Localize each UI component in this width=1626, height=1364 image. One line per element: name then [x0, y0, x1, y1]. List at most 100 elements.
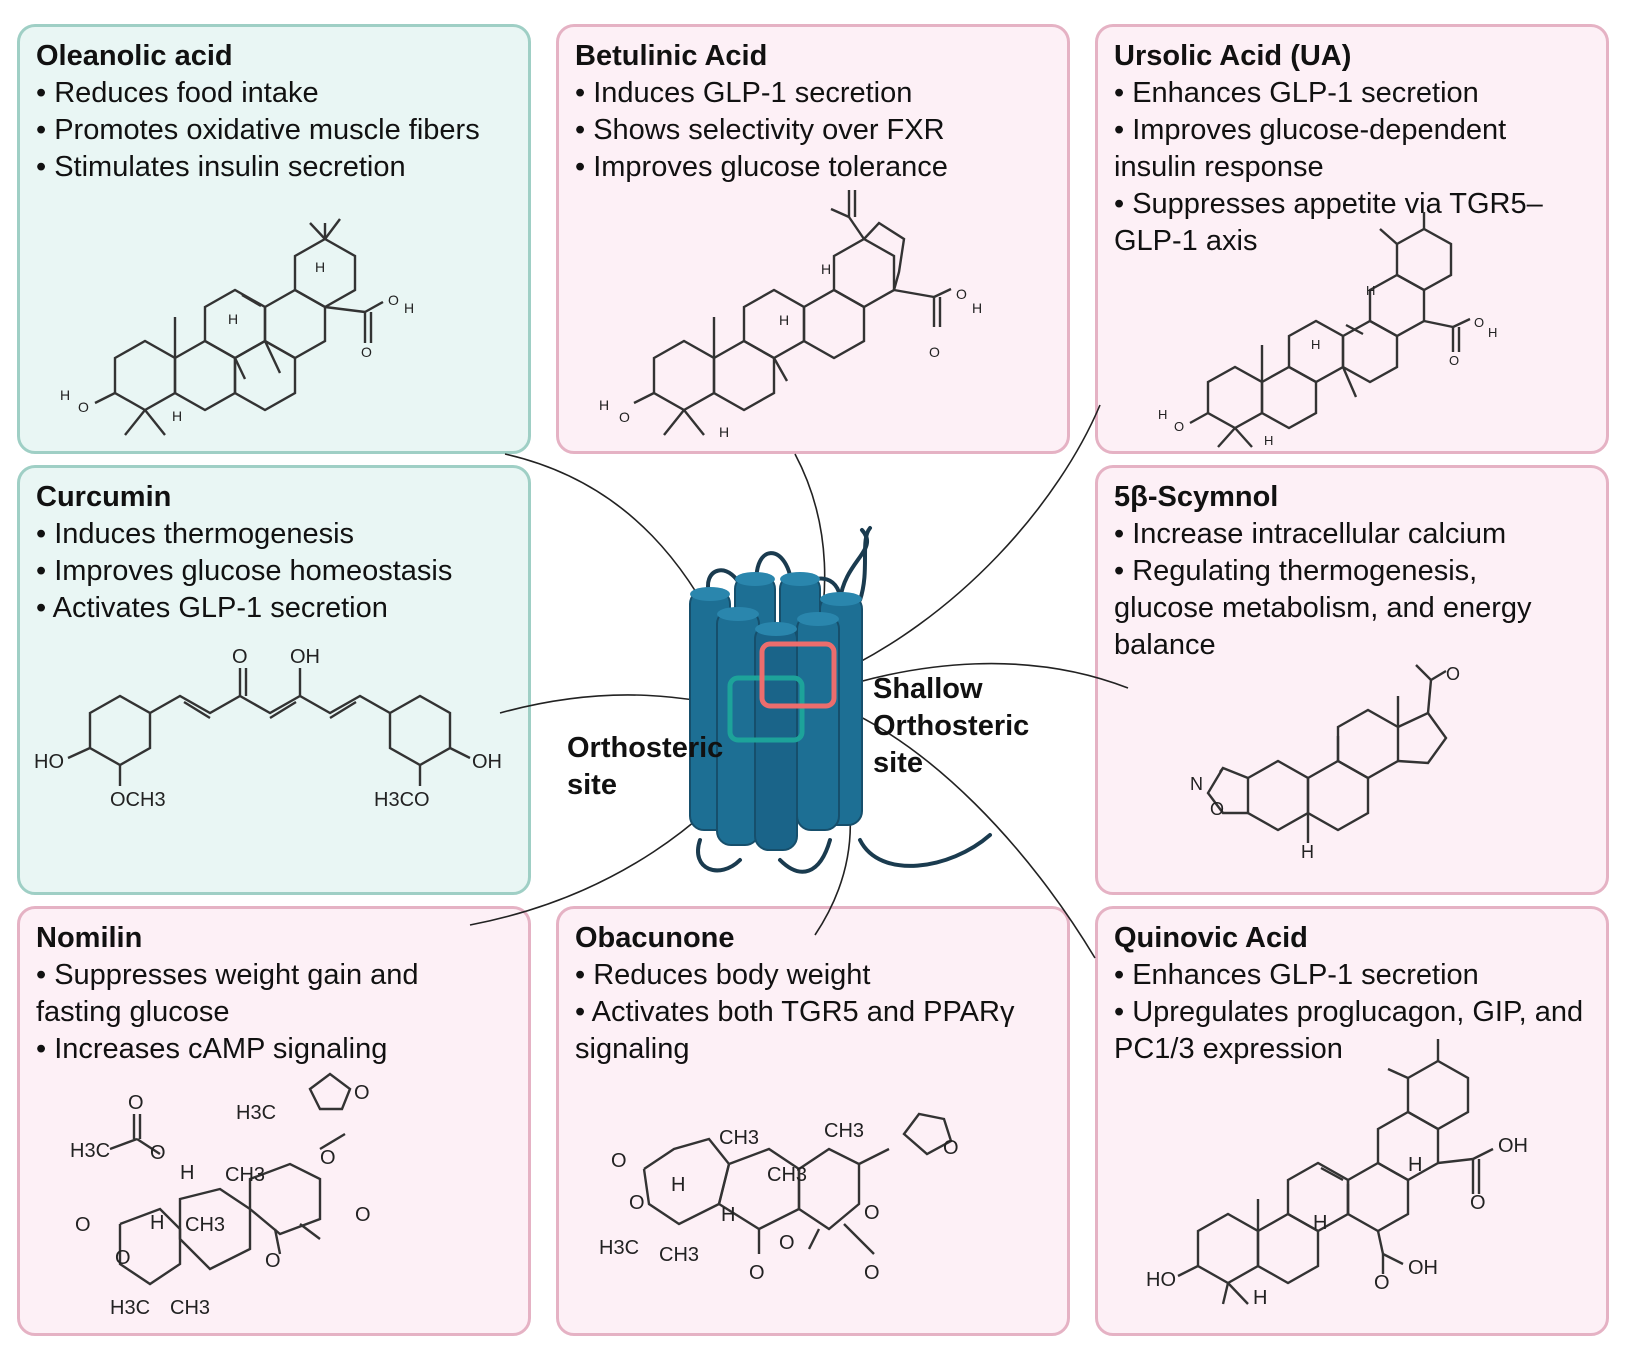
atom-label: CH3 — [719, 1127, 759, 1149]
atom-label: OH — [1408, 1257, 1438, 1279]
bullet: • Activates both TGR5 and PPARγ — [575, 996, 1015, 1028]
atom-label: OCH3 — [110, 789, 166, 811]
bullet: signaling — [575, 1033, 690, 1065]
atom-label: H3C — [110, 1297, 150, 1319]
connector-oleanolic — [504, 453, 755, 714]
card-bullets: • Reduces food intake • Promotes oxidati… — [36, 75, 520, 186]
atom-label: CH3 — [659, 1244, 699, 1266]
atom-label: H — [779, 312, 789, 328]
card-bullets: • Induces GLP-1 secretion • Shows select… — [575, 75, 1059, 186]
label-line: Orthosteric — [873, 710, 1030, 742]
betulinic-acid-structure: H O H O H H O H — [599, 190, 982, 440]
quinovic-acid-structure: OH O H H HO H O OH — [1146, 1039, 1528, 1309]
bullet: • Induces thermogenesis — [36, 518, 355, 550]
bullet: • Induces GLP-1 secretion — [575, 77, 913, 109]
atom-label: O — [864, 1202, 880, 1224]
atom-label: N — [1190, 774, 1203, 794]
shallow-orthosteric-site-label: Shallow Orthosteric site — [873, 671, 1029, 782]
card-obacunone: Obacunone • Reduces body weight • Activa… — [556, 906, 1070, 1336]
atom-label: H3C — [599, 1237, 639, 1259]
bullet: • Regulating thermogenesis, — [1114, 555, 1478, 587]
atom-label: H — [1313, 1212, 1327, 1234]
atom-label: H — [228, 311, 238, 327]
card-title: Quinovic Acid — [1114, 922, 1308, 954]
atom-label: CH3 — [824, 1120, 864, 1142]
atom-label: H — [1301, 842, 1314, 862]
atom-label: O — [354, 1082, 370, 1104]
atom-label: O — [956, 286, 967, 302]
bullet: • Improves glucose-dependent — [1114, 114, 1507, 146]
atom-label: O — [943, 1137, 959, 1159]
label-line: Orthosteric — [567, 732, 724, 764]
atom-label: O — [150, 1142, 166, 1164]
atom-label: H3CO — [374, 789, 430, 811]
atom-label: OH — [290, 646, 320, 668]
card-title: Oleanolic acid — [36, 40, 233, 72]
card-bullets: • Induces thermogenesis • Improves gluco… — [36, 516, 520, 627]
ursolic-acid-structure: H O H O H H O H — [1158, 212, 1497, 448]
atom-label: CH3 — [767, 1164, 807, 1186]
atom-label: H — [172, 408, 182, 424]
card-title: Obacunone — [575, 922, 735, 954]
orthosteric-site-label: Orthosteric site — [567, 730, 723, 804]
atom-label: H — [1366, 283, 1375, 298]
connector-curcumin — [499, 694, 757, 716]
label-line: site — [873, 747, 923, 779]
atom-label: H — [60, 387, 70, 403]
card-bullets: • Suppresses weight gain and fasting glu… — [36, 957, 520, 1068]
atom-label: H — [1488, 325, 1497, 340]
atom-label: HO — [34, 751, 64, 773]
atom-label: O — [265, 1250, 281, 1272]
atom-label: H3C — [70, 1140, 110, 1162]
atom-label: H — [599, 397, 609, 413]
card-curcumin: Curcumin • Induces thermogenesis • Impro… — [17, 465, 531, 895]
bullet: • Suppresses appetite via TGR5– — [1114, 188, 1543, 220]
label-line: site — [567, 769, 617, 801]
bullet: • Increase intracellular calcium — [1114, 518, 1507, 550]
bullet: • Activates GLP-1 secretion — [36, 592, 388, 624]
obacunone-structure: O CH3 CH3 O H H CH3 O O O H3C CH3 O O — [599, 1112, 959, 1284]
card-quinovic-acid: Quinovic Acid • Enhances GLP-1 secretion… — [1095, 906, 1609, 1336]
atom-label: O — [1174, 419, 1184, 434]
atom-label: H — [1158, 407, 1167, 422]
atom-label: H — [671, 1174, 685, 1196]
bullet: balance — [1114, 629, 1216, 661]
bullet: GLP-1 axis — [1114, 225, 1258, 257]
atom-label: H — [721, 1204, 735, 1226]
atom-label: H — [1264, 433, 1273, 448]
connector-betulinic — [794, 453, 826, 690]
bullet: • Improves glucose homeostasis — [36, 555, 453, 587]
atom-label: OH — [1498, 1135, 1528, 1157]
card-title: Ursolic Acid (UA) — [1114, 40, 1352, 72]
atom-label: O — [864, 1262, 880, 1284]
atom-label: H — [180, 1162, 194, 1184]
atom-label: O — [320, 1147, 336, 1169]
bullet: • Improves glucose tolerance — [575, 151, 948, 183]
bullet: • Shows selectivity over FXR — [575, 114, 945, 146]
atom-label: O — [1210, 799, 1224, 819]
bullet: • Stimulates insulin secretion — [36, 151, 406, 183]
atom-label: O — [232, 646, 248, 668]
atom-label: H — [1311, 337, 1320, 352]
atom-label: H — [719, 424, 729, 440]
oleanolic-acid-structure: H O H O H H O H — [60, 218, 414, 436]
atom-label: CH3 — [170, 1297, 210, 1319]
atom-label: H — [315, 259, 325, 275]
atom-label: O — [929, 344, 940, 360]
curcumin-structure: O OH HO OCH3 OH H3CO — [34, 646, 502, 811]
card-ursolic-acid: Ursolic Acid (UA) • Enhances GLP-1 secre… — [1095, 24, 1609, 454]
atom-label: O — [1474, 315, 1484, 330]
atom-label: O — [115, 1247, 131, 1269]
atom-label: O — [1470, 1192, 1486, 1214]
atom-label: H — [404, 300, 414, 316]
receptor-helices — [689, 574, 863, 851]
atom-label: O — [749, 1262, 765, 1284]
atom-label: O — [629, 1192, 645, 1214]
scymnol-structure: N O O H — [1190, 664, 1460, 862]
helix-caps — [690, 572, 862, 636]
atom-label: H — [1408, 1154, 1422, 1176]
atom-label: O — [1449, 353, 1459, 368]
atom-label: O — [779, 1232, 795, 1254]
connector-obacunone — [811, 704, 852, 936]
nomilin-structure: O H3C O H3C H CH3 CH3 H O O O O O H3C CH… — [70, 1072, 371, 1319]
